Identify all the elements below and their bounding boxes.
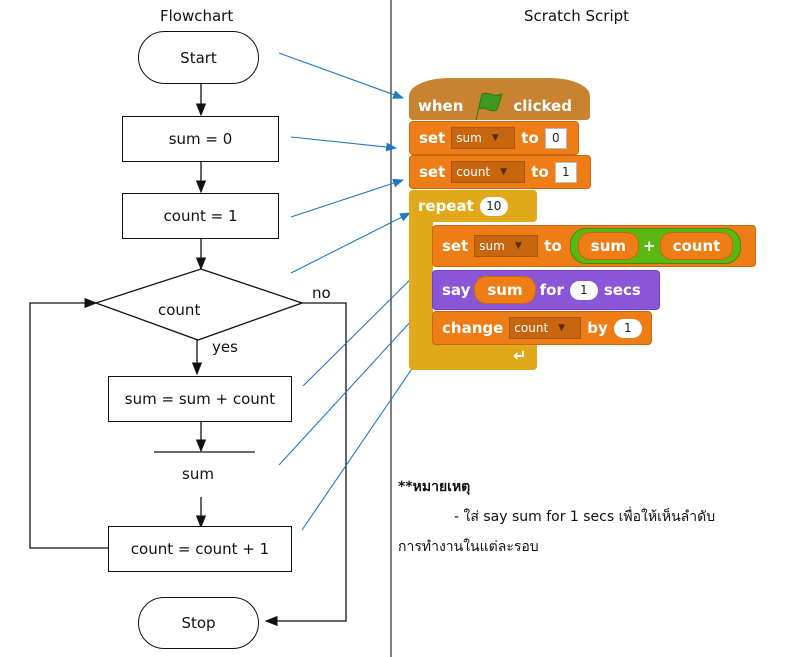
map-arrow-start [278, 52, 405, 99]
repeat-block-foot: ↵ [409, 344, 537, 370]
sum-reporter[interactable]: sum [474, 276, 536, 304]
note-title: **หมายเหตุ [398, 479, 471, 495]
set-sum-expression-block[interactable]: set sum ▼ to sum + count [432, 225, 756, 267]
dropdown-arrow-icon: ▼ [500, 167, 508, 177]
increment-process: count = count + 1 [108, 526, 292, 572]
say-label: say [442, 281, 471, 299]
when-label: when [418, 97, 464, 115]
init-sum-label: sum = 0 [168, 130, 233, 148]
change-count-block[interactable]: change count ▼ by 1 [432, 311, 652, 345]
value-input[interactable]: 1 [554, 161, 577, 183]
decision-label: count [158, 301, 201, 319]
by-label: by [587, 319, 608, 337]
repeat-header: repeat 10 [418, 193, 514, 219]
flowchart-heading: Flowchart [160, 7, 234, 25]
loop-arrow-icon: ↵ [513, 346, 527, 365]
when-flag-clicked-block[interactable]: when clicked [409, 78, 590, 121]
variable-dropdown-sum[interactable]: sum ▼ [451, 127, 516, 149]
dropdown-value: count [514, 321, 549, 335]
clicked-label: clicked [513, 97, 572, 115]
dropdown-arrow-icon: ▼ [514, 241, 522, 251]
no-label: no [312, 284, 331, 302]
value-input[interactable]: 0 [544, 127, 567, 149]
change-value-input[interactable]: 1 [613, 318, 642, 338]
set-label: set [442, 237, 469, 255]
dropdown-value: count [456, 165, 491, 179]
to-label: to [521, 129, 539, 147]
decision-diamond [93, 268, 304, 341]
secs-label: secs [603, 281, 641, 299]
update-sum-process: sum = sum + count [108, 376, 292, 422]
dropdown-value: sum [456, 131, 482, 145]
set-label: set [419, 163, 446, 181]
dropdown-arrow-icon: ▼ [491, 133, 499, 143]
change-label: change [442, 319, 504, 337]
to-label: to [544, 237, 562, 255]
set-label: set [419, 129, 446, 147]
set-sum-block[interactable]: set sum ▼ to 0 [409, 121, 579, 155]
dropdown-arrow-icon: ▼ [558, 323, 566, 333]
variable-dropdown-sum[interactable]: sum ▼ [474, 235, 539, 257]
to-label: to [531, 163, 549, 181]
map-arrow-decision [290, 212, 411, 274]
green-flag-icon [475, 92, 504, 121]
sum-reporter[interactable]: sum [577, 232, 640, 260]
secs-input[interactable]: 1 [569, 280, 598, 300]
say-for-secs-block[interactable]: say sum for 1 secs [432, 270, 660, 310]
increment-label: count = count + 1 [130, 540, 270, 558]
start-label: Start [180, 48, 217, 67]
yes-label: yes [212, 338, 238, 356]
column-divider [390, 0, 392, 657]
count-reporter[interactable]: count [659, 232, 734, 260]
plus-operator: + [643, 237, 656, 255]
note-line-1: - ใส่ say sum for 1 secs เพื่อให้เห็นลำด… [454, 509, 716, 525]
init-sum-process: sum = 0 [122, 116, 279, 162]
scratch-script-heading: Scratch Script [524, 7, 630, 25]
note-line-2: การทำงานในแต่ละรอบ [398, 539, 539, 555]
addition-operator-block[interactable]: sum + count [569, 228, 742, 264]
map-arrow-count1 [290, 178, 405, 218]
flow-loop-back [29, 297, 108, 549]
repeat-label: repeat [418, 197, 474, 215]
init-count-label: count = 1 [163, 207, 238, 225]
stop-label: Stop [181, 614, 216, 632]
output-label: sum [182, 465, 214, 483]
flow-no-branch [264, 302, 347, 627]
set-count-block[interactable]: set count ▼ to 1 [409, 155, 591, 189]
repeat-block-arm [409, 215, 433, 355]
start-terminal: Start [138, 31, 259, 84]
init-count-process: count = 1 [122, 193, 279, 239]
variable-dropdown-count[interactable]: count ▼ [451, 161, 526, 183]
stop-terminal: Stop [138, 597, 259, 649]
variable-dropdown-count[interactable]: count ▼ [509, 317, 582, 339]
update-sum-label: sum = sum + count [124, 390, 276, 408]
for-label: for [539, 281, 564, 299]
dropdown-value: sum [479, 239, 505, 253]
repeat-count-input[interactable]: 10 [479, 196, 508, 216]
map-arrow-sum0 [290, 136, 398, 152]
